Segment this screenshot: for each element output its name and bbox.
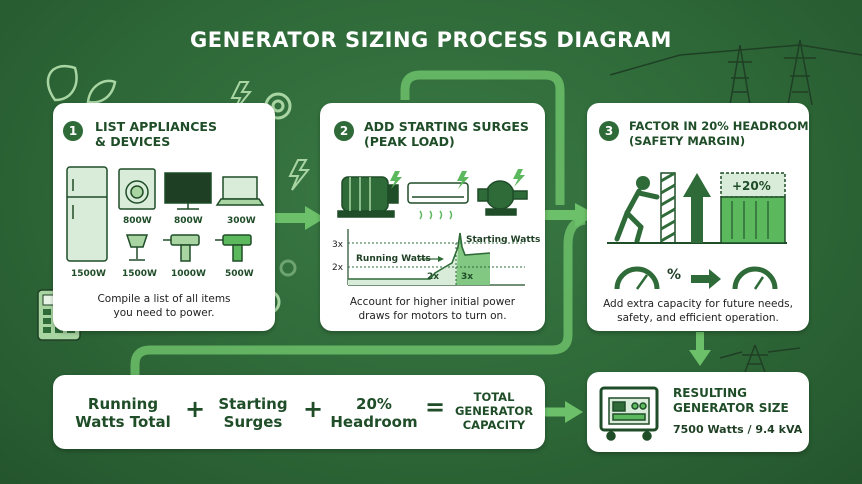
step-heading: LIST APPLIANCES & DEVICES [95,119,217,149]
gauge-icon [614,266,660,290]
formula-term-headroom: 20% Headroom [330,395,418,431]
tv-icon [164,172,212,210]
watt-label: 800W [123,216,152,226]
headroom-label: +20% [732,179,771,193]
leaf-icon [46,65,78,102]
lightning-icon [390,171,402,189]
lightning-icon [513,169,525,187]
up-arrow-icon [683,173,711,243]
equals-sign: = [424,393,446,421]
step-number: 1 [63,121,83,141]
percent-sign: % [667,267,682,283]
washer-icon [118,168,156,210]
chart-running-label: Running Watts [356,254,431,264]
generator-icon [599,386,659,441]
formula-term-running: Running Watts Total [75,395,171,431]
chart-starting-label: Starting Watts [466,235,541,245]
chart-y-label: 3x [332,240,344,250]
flow-arrow-bottom [130,215,586,375]
chart-mark-2x: 2x [427,272,440,282]
result-value: 7500 Watts / 9.4 kVA [673,423,803,436]
watt-label: 300W [227,216,256,226]
air-conditioner-icon [407,182,469,220]
lightning-icon [288,159,311,191]
lightning-icon [457,171,469,189]
step-3-illustration [607,171,787,290]
gauge-icon [732,266,778,290]
surge-chart [347,229,525,286]
right-arrow-icon [691,269,721,289]
formula-result: TOTAL GENERATOR CAPACITY [454,390,534,432]
result-card: RESULTING GENERATOR SIZE 7500 Watts / 9.… [587,372,809,452]
watt-label: 500W [225,269,254,279]
fridge-icon [66,166,108,262]
watt-label: 1500W [122,269,157,279]
step-3-card: 3 FACTOR IN 20% HEADROOM (SAFETY MARGIN) [587,103,809,331]
power-tower-icon [609,39,862,373]
pump-icon [477,180,528,216]
page-title: GENERATOR SIZING PROCESS DIAGRAM [190,28,672,52]
step-caption: Account for higher initial power draws f… [349,296,516,322]
result-heading: RESULTING GENERATOR SIZE [673,386,789,415]
step-2-illustration [337,169,528,286]
safety-pillar [660,171,676,244]
person-pushing-icon [614,176,660,244]
watt-label: 800W [174,216,203,226]
formula-term-starting: Starting Surges [218,395,288,431]
drill-icon [215,234,252,262]
chart-mark-3x: 3x [461,272,474,282]
step-heading: FACTOR IN 20% HEADROOM (SAFETY MARGIN) [629,119,809,148]
appliance-icons [66,166,265,262]
step-caption: Add extra capacity for future needs, saf… [603,298,793,324]
watt-label: 1500W [71,269,106,279]
flow-arrow-top [400,70,565,205]
motor-icon [337,176,399,218]
step-caption: Compile a list of all items you need to … [97,293,231,319]
laptop-icon [215,176,265,206]
headroom-box [720,172,786,244]
watt-label: 1000W [171,269,206,279]
lightning-icon [230,81,253,113]
plus-sign: + [184,395,206,423]
drill-icon [163,234,200,262]
formula-card: Running Watts Total + Starting Surges + … [53,375,545,449]
step-1-card: 1 LIST APPLIANCES & DEVICES [53,103,275,331]
chart-y-label: 2x [332,263,344,273]
step-heading: ADD STARTING SURGES (PEAK LOAD) [364,119,529,149]
step-2-card: 2 ADD STARTING SURGES (PEAK LOAD) [320,103,545,331]
lamp-icon [125,234,149,261]
plus-sign: + [302,395,324,423]
step-number: 2 [334,121,354,141]
step-number: 3 [599,121,619,141]
